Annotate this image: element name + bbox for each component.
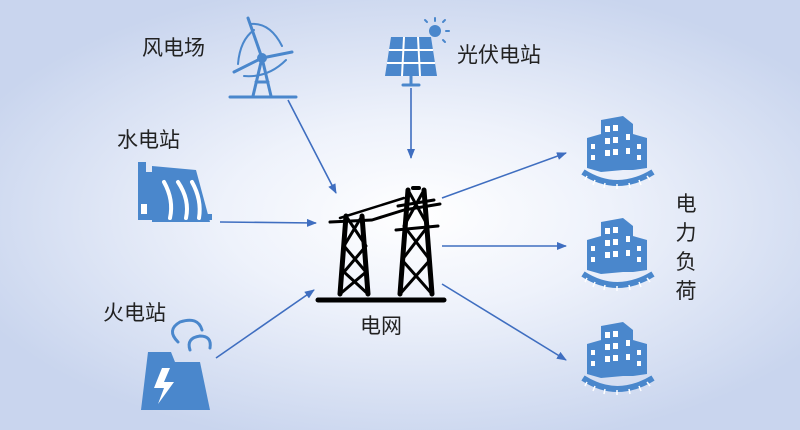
building-icon <box>581 322 655 395</box>
power-load-label: 电力负荷 <box>675 192 697 303</box>
arrow-grid-to-load-top <box>441 152 567 199</box>
solar-station-label: 光伏电站 <box>457 43 541 67</box>
thermal-station-label: 火电站 <box>103 301 166 325</box>
building-icon-group <box>581 116 655 395</box>
hydro-station-label: 水电站 <box>117 128 180 152</box>
wind-turbine-icon <box>228 16 298 99</box>
flow-arrows <box>215 88 567 361</box>
arrow-grid-to-load-bottom <box>441 283 567 361</box>
power-plant-icon <box>141 318 212 410</box>
solar-panel-icon <box>385 17 450 87</box>
wind-farm-label: 风电场 <box>142 36 205 60</box>
building-icon <box>581 218 655 291</box>
grid-label: 电网 <box>360 314 402 338</box>
building-icon <box>581 116 655 189</box>
transmission-tower-icon <box>315 186 447 303</box>
hydro-dam-icon <box>138 162 212 222</box>
arrow-thermal-to-grid <box>215 289 315 359</box>
arrow-hydro-to-grid <box>219 218 317 227</box>
arrow-wind-to-grid <box>287 99 337 194</box>
